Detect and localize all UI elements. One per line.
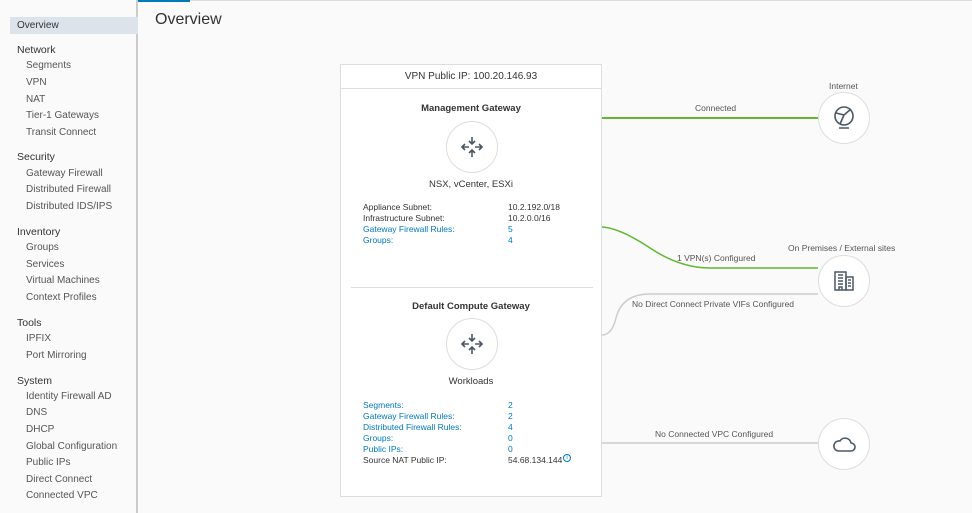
vpc-node[interactable] (818, 418, 870, 470)
vpc-status: No Connected VPC Configured (655, 429, 774, 439)
detail-value[interactable]: 4 (508, 422, 513, 432)
sidebar-group-system: System (17, 375, 53, 387)
sidebar-item-direct-connect[interactable]: Direct Connect (26, 474, 93, 485)
sidebar-item-dhcp[interactable]: DHCP (26, 424, 55, 435)
page-title: Overview (155, 11, 222, 28)
vpn-public-ip: VPN Public IP: 100.20.146.93 (341, 65, 601, 89)
detail-label[interactable]: Segments: (363, 400, 404, 410)
vpn-status: 1 VPN(s) Configured (677, 253, 756, 263)
sidebar-group-inventory: Inventory (17, 226, 61, 238)
detail-value[interactable]: 0 (508, 444, 513, 454)
router-arrows-icon (446, 318, 498, 370)
detail-label: Appliance Subnet: (363, 202, 432, 212)
sidebar-item-context-profiles[interactable]: Context Profiles (26, 292, 97, 303)
top-border (0, 0, 972, 1)
sidebar-item-services[interactable]: Services (26, 259, 65, 270)
direct-connect-status: No Direct Connect Private VIFs Configure… (632, 299, 795, 309)
info-icon[interactable]: i (563, 454, 571, 462)
sidebar-item-vpn[interactable]: VPN (26, 77, 47, 88)
direct-connect-line (601, 293, 818, 336)
onprem-label: On Premises / External sites (788, 243, 896, 253)
detail-label[interactable]: Gateway Firewall Rules: (363, 224, 455, 234)
detail-label[interactable]: Groups: (363, 433, 394, 443)
sidebar-item-groups[interactable]: Groups (26, 242, 59, 253)
globe-icon (834, 106, 854, 129)
detail-value: 10.2.192.0/18 (508, 202, 560, 212)
detail-label[interactable]: Gateway Firewall Rules: (363, 411, 455, 421)
router-arrows-icon (446, 121, 498, 173)
gateway-card: VPN Public IP: 100.20.146.93 Management … (340, 64, 602, 497)
detail-label: Infrastructure Subnet: (363, 213, 445, 223)
detail-value: 54.68.134.144 (508, 455, 563, 465)
sidebar-group-security: Security (17, 151, 55, 163)
sidebar-item-connected-vpc[interactable]: Connected VPC (26, 490, 98, 501)
sidebar-item-transit-connect[interactable]: Transit Connect (26, 127, 97, 138)
sidebar-item-ipfix[interactable]: IPFIX (26, 333, 52, 344)
mgmt-gateway-subtitle: NSX, vCenter, ESXi (429, 179, 513, 190)
cloud-icon (833, 437, 856, 452)
detail-value[interactable]: 2 (508, 400, 513, 410)
detail-value[interactable]: 5 (508, 224, 513, 234)
sidebar-item-distributed-firewall[interactable]: Distributed Firewall (26, 184, 112, 195)
sidebar-group-tools: Tools (17, 317, 42, 329)
sidebar-item-distributed-ids-ips[interactable]: Distributed IDS/IPS (26, 201, 113, 212)
detail-label[interactable]: Public IPs: (363, 444, 404, 454)
compute-gateway-title: Default Compute Gateway (412, 301, 530, 312)
sidebar-group-network: Network (17, 44, 56, 56)
detail-value[interactable]: 4 (508, 235, 513, 245)
sidebar-item-virtual-machines[interactable]: Virtual Machines (26, 275, 100, 286)
internet-status: Connected (695, 103, 737, 113)
sidebar-item-nat[interactable]: NAT (26, 94, 46, 105)
sidebar-item-dns[interactable]: DNS (26, 407, 48, 418)
sidebar-item-global-configuration[interactable]: Global Configuration (26, 441, 118, 452)
vpn-line (601, 226, 818, 269)
building-icon (834, 271, 854, 291)
detail-value: 10.2.0.0/16 (508, 213, 551, 223)
detail-label[interactable]: Groups: (363, 235, 394, 245)
detail-value[interactable]: 2 (508, 411, 513, 421)
compute-gateway-subtitle: Workloads (448, 376, 494, 387)
divider (351, 287, 593, 288)
onprem-node[interactable] (818, 255, 870, 307)
sidebar-item-identity-firewall-ad[interactable]: Identity Firewall AD (26, 391, 112, 402)
sidebar-item-tier-1-gateways[interactable]: Tier-1 Gateways (26, 110, 99, 121)
detail-value[interactable]: 0 (508, 433, 513, 443)
sidebar-item-overview[interactable]: Overview (10, 17, 138, 34)
detail-label[interactable]: Distributed Firewall Rules: (363, 422, 462, 432)
sidebar-item-segments[interactable]: Segments (26, 60, 72, 71)
sidebar-item-port-mirroring[interactable]: Port Mirroring (26, 350, 87, 361)
internet-label: Internet (829, 81, 858, 91)
internet-node[interactable] (818, 92, 870, 144)
mgmt-gateway-title: Management Gateway (421, 103, 521, 114)
sidebar-item-public-ips[interactable]: Public IPs (26, 457, 71, 468)
sidebar-item-gateway-firewall[interactable]: Gateway Firewall (26, 168, 103, 179)
detail-label: Source NAT Public IP: (363, 455, 447, 465)
